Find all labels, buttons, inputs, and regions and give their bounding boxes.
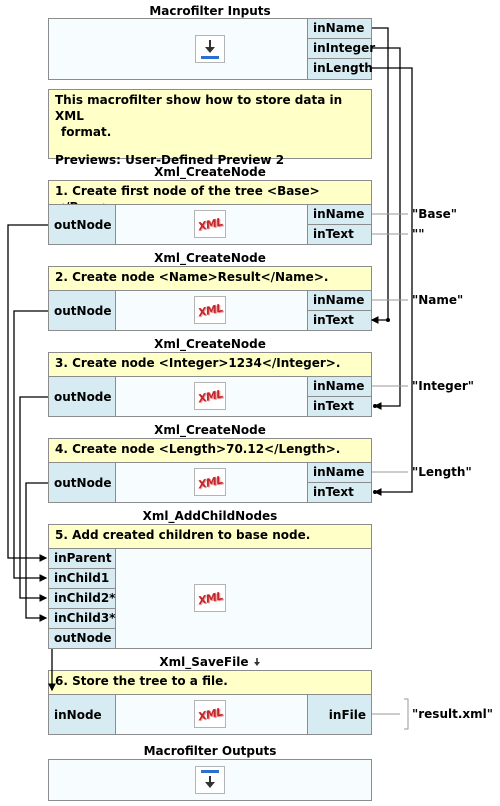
input-port-inname[interactable]: inName	[307, 18, 372, 39]
addchild-in-child1-port[interactable]: inChild1	[48, 568, 116, 589]
node1-type: Xml_CreateNode	[154, 165, 266, 179]
addchild-description[interactable]: 5. Add created children to base node.	[48, 524, 372, 549]
node3-out-port[interactable]: outNode	[48, 376, 116, 417]
addchild-in-child3-port[interactable]: inChild3*	[48, 608, 116, 629]
node1-const-text: ""	[412, 227, 425, 241]
addchild-out-port[interactable]: outNode	[48, 628, 116, 649]
savefile-xml-icon: XML	[194, 700, 226, 728]
savefile-description[interactable]: 6. Store the tree to a file.	[48, 670, 372, 695]
addchild-in-child2-port[interactable]: inChild2*	[48, 588, 116, 609]
node1-out-port[interactable]: outNode	[48, 204, 116, 245]
node3-xml-icon: XML	[194, 382, 226, 410]
comment-line-2: format.	[61, 125, 112, 139]
input-port-ininteger[interactable]: inInteger	[307, 38, 375, 59]
node4-xml-icon: XML	[194, 468, 226, 496]
inputs-title: Macrofilter Inputs	[149, 4, 271, 18]
savefile-in-node-port[interactable]: inNode	[48, 694, 116, 735]
node3-type: Xml_CreateNode	[154, 337, 266, 351]
output-arrow-icon	[195, 766, 225, 794]
savefile-in-file-port[interactable]: inFile	[307, 694, 372, 735]
addchild-xml-icon: XML	[194, 584, 226, 612]
save-arrow-icon	[253, 658, 260, 666]
comment-block[interactable]: This macrofilter show how to store data …	[48, 89, 372, 167]
node1-xml-icon: XML	[194, 210, 226, 238]
addchild-in-parent-port[interactable]: inParent	[48, 548, 116, 569]
node4-out-port[interactable]: outNode	[48, 462, 116, 503]
node2-xml-icon: XML	[194, 296, 226, 324]
savefile-type: Xml_SaveFile	[48, 655, 372, 669]
node2-in-text-port[interactable]: inText	[307, 310, 372, 331]
input-port-inlength[interactable]: inLength	[307, 58, 373, 80]
node4-description[interactable]: 4. Create node <Length>70.12</Length>.	[48, 438, 372, 463]
node4-type: Xml_CreateNode	[154, 423, 266, 437]
comment-line-3: Previews: User-Defined Preview 2	[55, 153, 285, 167]
savefile-const-file: "result.xml"	[412, 707, 494, 721]
node3-description[interactable]: 3. Create node <Integer>1234</Integer>.	[48, 352, 372, 377]
node2-type: Xml_CreateNode	[154, 251, 266, 265]
node1-const-name: "Base"	[412, 207, 458, 221]
node2-const-name: "Name"	[412, 293, 464, 307]
comment-line-1: This macrofilter show how to store data …	[55, 93, 343, 123]
node2-description[interactable]: 2. Create node <Name>Result</Name>.	[48, 266, 372, 291]
node4-const-name: "Length"	[412, 465, 472, 479]
node3-in-text-port[interactable]: inText	[307, 396, 372, 417]
outputs-title: Macrofilter Outputs	[143, 744, 277, 758]
node2-out-port[interactable]: outNode	[48, 290, 116, 331]
node4-in-text-port[interactable]: inText	[307, 482, 372, 503]
node3-const-name: "Integer"	[412, 379, 475, 393]
addchild-type: Xml_AddChildNodes	[142, 509, 278, 523]
input-arrow-icon	[195, 35, 225, 63]
node4-in-name-port[interactable]: inName	[307, 462, 372, 483]
node1-in-text-port[interactable]: inText	[307, 224, 372, 245]
